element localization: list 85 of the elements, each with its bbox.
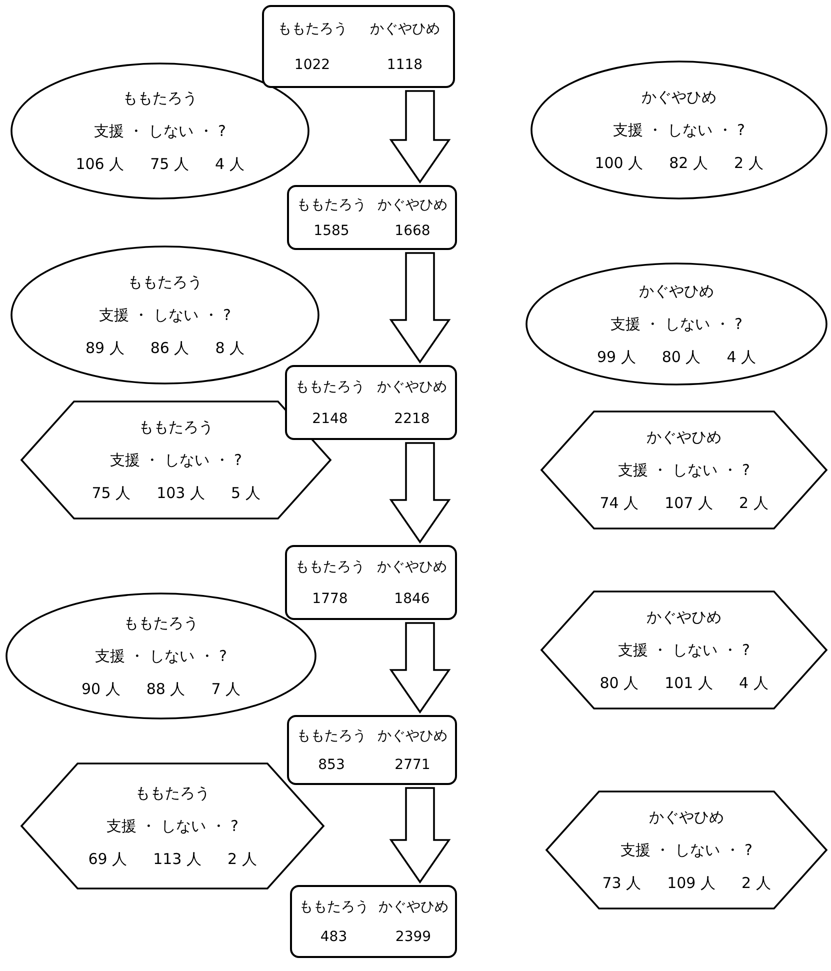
count-value: 1022 — [294, 56, 330, 73]
count-value: 1846 — [394, 590, 430, 607]
count-value: 89 人 — [85, 338, 124, 358]
choice-label: 支援 ・ しない ・ ? — [94, 646, 228, 666]
name-label: ももたろう — [122, 88, 198, 108]
count-value: 1778 — [312, 590, 348, 607]
count-value: 101 人 — [664, 674, 713, 692]
count-value: 113 人 — [153, 850, 202, 868]
count-value: 8 人 — [215, 338, 245, 358]
name-label: ももたろう — [138, 418, 214, 436]
choice-label: 支援 ・ しない ・ ? — [620, 840, 753, 860]
name-label: かぐやひめ — [649, 808, 724, 826]
name-label: かぐやひめ — [377, 378, 447, 396]
count-value: 2 人 — [741, 874, 771, 892]
hollow-arrow — [389, 90, 451, 184]
count-value: 100 人 — [594, 154, 644, 172]
choice-label: 支援 ・ しない ・ ? — [106, 816, 239, 836]
name-label: かぐやひめ — [378, 727, 448, 745]
count-value: 4 人 — [726, 348, 756, 366]
name-label: かぐやひめ — [639, 282, 714, 300]
hollow-arrow — [389, 442, 451, 544]
count-value: 90 人 — [81, 680, 120, 698]
rounded-box — [290, 885, 457, 958]
name-label: ももたろう — [128, 272, 202, 292]
rounded-box — [285, 545, 457, 620]
count-value: 74 人 — [600, 494, 639, 512]
count-value: 4 人 — [214, 154, 244, 174]
count-value: 2 人 — [738, 494, 768, 512]
count-value: 2771 — [394, 757, 430, 773]
name-label: かぐやひめ — [646, 428, 722, 446]
count-value: 86 人 — [150, 338, 190, 358]
choice-label: 支援 ・ しない ・ ? — [110, 450, 242, 470]
choice-label: 支援 ・ しない ・ ? — [94, 122, 226, 140]
count-value: 853 — [318, 757, 345, 773]
name-label: ももたろう — [296, 196, 366, 214]
hollow-arrow — [389, 252, 451, 364]
name-label: ももたろう — [298, 898, 369, 916]
count-value: 107 人 — [664, 494, 713, 512]
choice-label: 支援 ・ しない ・ ? — [98, 306, 232, 324]
name-label: かぐやひめ — [646, 608, 722, 626]
hollow-arrow — [389, 622, 451, 714]
name-label: ももたろう — [277, 20, 348, 38]
count-value: 99 人 — [596, 348, 636, 366]
name-label: かぐやひめ — [642, 88, 716, 106]
name-label: ももたろう — [296, 727, 366, 745]
count-value: 73 人 — [602, 874, 642, 892]
count-value: 2148 — [312, 410, 348, 427]
choice-label: 支援 ・ しない ・ ? — [610, 314, 743, 334]
count-value: 75 人 — [92, 484, 131, 502]
hollow-arrow — [389, 787, 451, 884]
name-label: ももたろう — [295, 378, 365, 396]
count-value: 7 人 — [211, 680, 241, 698]
count-value: 103 人 — [156, 484, 205, 502]
count-value: 106 人 — [76, 154, 124, 174]
count-value: 1668 — [394, 223, 430, 240]
rounded-box — [287, 715, 457, 785]
name-label: ももたろう — [295, 558, 365, 576]
count-value: 80 人 — [600, 674, 639, 692]
name-label: かぐやひめ — [378, 196, 448, 214]
name-label: かぐやひめ — [378, 898, 448, 916]
rounded-box — [262, 5, 455, 88]
rounded-box — [285, 365, 457, 440]
count-value: 2218 — [394, 410, 430, 427]
count-value: 88 人 — [146, 680, 186, 698]
count-value: 5 人 — [230, 484, 260, 502]
count-value: 2399 — [395, 929, 432, 946]
count-value: 109 人 — [667, 874, 716, 892]
name-label: ももたろう — [124, 614, 198, 632]
count-value: 2 人 — [227, 850, 257, 868]
choice-label: 支援 ・ しない ・ ? — [618, 460, 750, 480]
count-value: 69 人 — [88, 850, 128, 868]
count-value: 82 人 — [669, 154, 708, 172]
count-value: 483 — [320, 929, 348, 946]
count-value: 4 人 — [738, 674, 768, 692]
rounded-box — [287, 185, 457, 250]
choice-label: 支援 ・ しない ・ ? — [618, 640, 750, 660]
count-value: 75 人 — [150, 154, 189, 174]
count-value: 1118 — [386, 56, 423, 73]
name-label: かぐやひめ — [370, 20, 440, 38]
name-label: ももたろう — [135, 784, 210, 802]
name-label: かぐやひめ — [377, 558, 447, 576]
count-value: 1585 — [314, 223, 350, 240]
choice-label: 支援 ・ しない ・ ? — [612, 120, 746, 140]
count-value: 2 人 — [734, 154, 764, 172]
count-value: 80 人 — [662, 348, 701, 366]
